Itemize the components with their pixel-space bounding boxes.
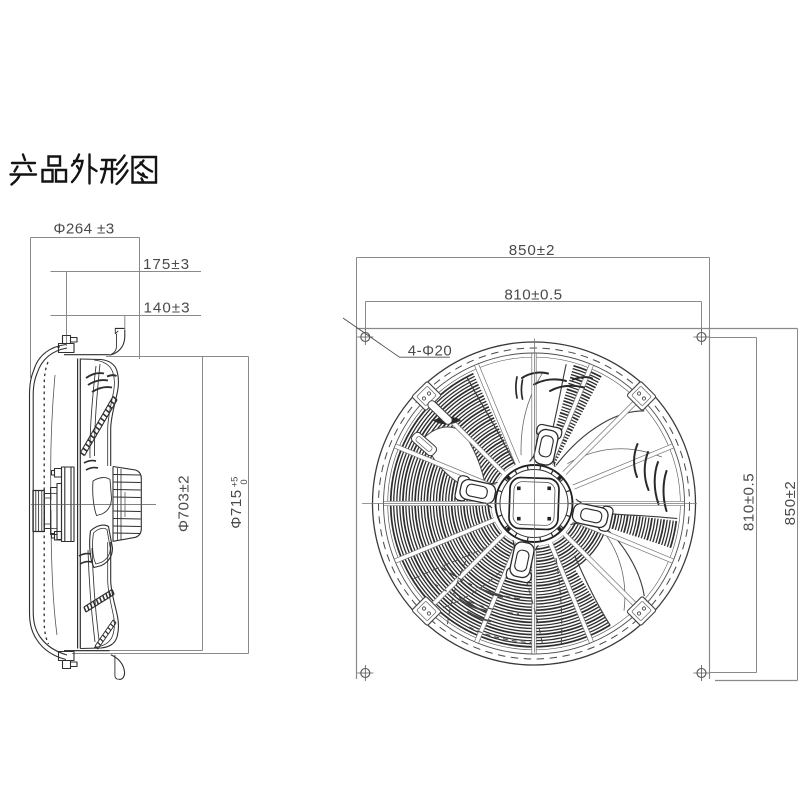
svg-text:4-Φ20: 4-Φ20: [408, 343, 453, 360]
svg-text:0: 0: [239, 479, 250, 484]
svg-text:+5: +5: [230, 477, 241, 488]
svg-text:Φ264 ±3: Φ264 ±3: [53, 221, 114, 238]
svg-text:850±2: 850±2: [509, 242, 556, 259]
svg-text:175±3: 175±3: [143, 256, 190, 273]
svg-text:Φ715: Φ715: [228, 489, 245, 528]
svg-text:850±2: 850±2: [782, 481, 799, 526]
svg-text:140±3: 140±3: [143, 300, 190, 317]
svg-text:Φ703±2: Φ703±2: [176, 475, 193, 532]
svg-text:810±0.5: 810±0.5: [504, 287, 562, 304]
svg-text:810±0.5: 810±0.5: [741, 473, 758, 531]
